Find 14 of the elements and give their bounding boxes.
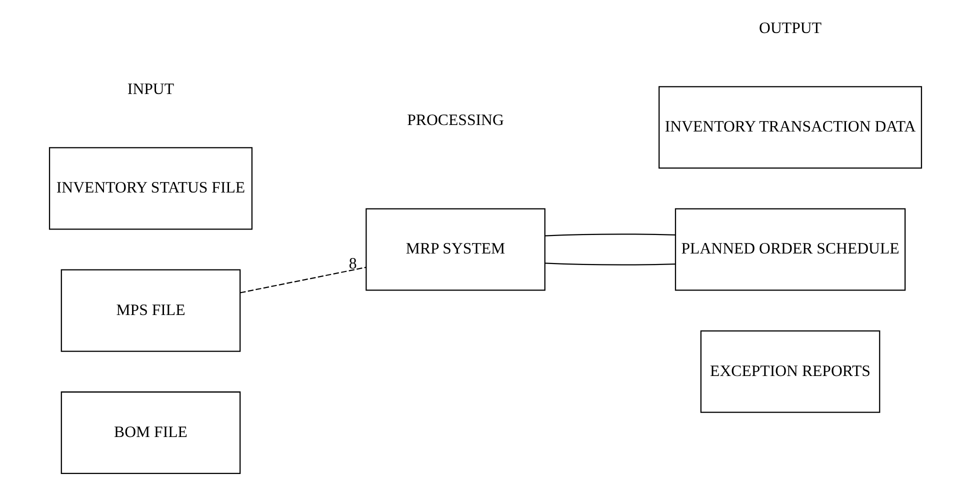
node-box: MPS FILE [60,269,241,352]
node-box: INVENTORY STATUS FILE [48,147,253,230]
node-box: PLANNED ORDER SCHEDULE [674,208,906,291]
connector [544,234,676,236]
connector [544,262,676,266]
node-box: INVENTORY TRANSACTION DATA [658,86,922,169]
node-box: MRP SYSTEM [366,208,546,291]
label: OUTPUT [759,20,822,38]
label: INPUT [127,81,174,98]
label: PROCESSING [407,112,504,129]
node-box: BOM FILE [60,391,241,474]
node-box: EXCEPTION REPORTS [700,330,880,413]
connector [240,266,366,294]
edge-label: 8 [348,255,357,272]
